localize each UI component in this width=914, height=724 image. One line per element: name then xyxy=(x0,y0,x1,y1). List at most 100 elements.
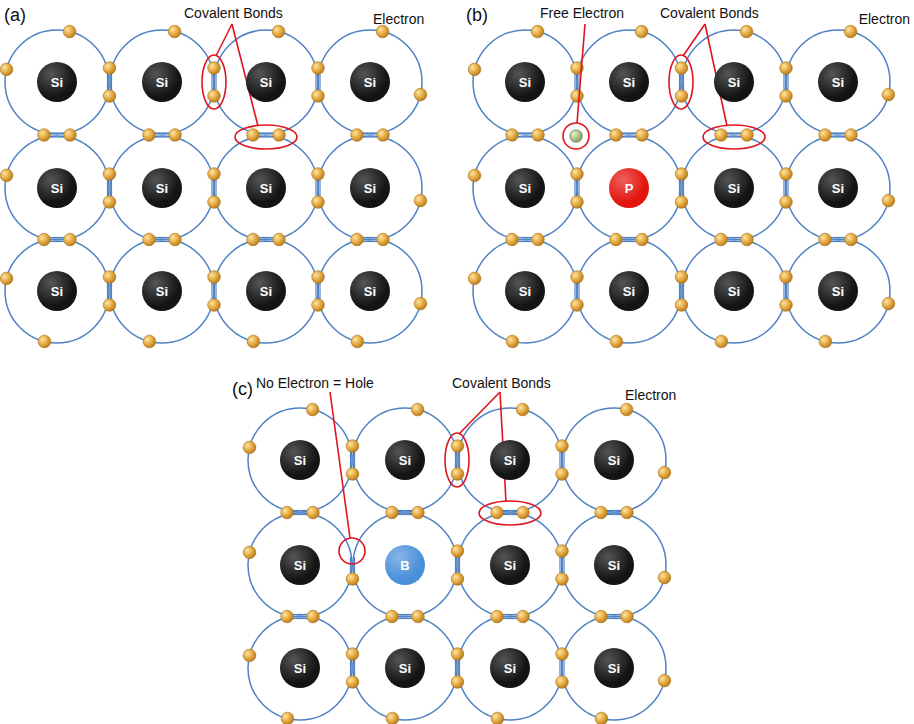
bond-line xyxy=(502,510,518,511)
electron xyxy=(517,610,530,623)
element-symbol: Si xyxy=(156,75,168,90)
electron xyxy=(845,129,858,142)
bond-line xyxy=(606,514,622,515)
electron-orbit xyxy=(248,408,352,512)
bond-line xyxy=(397,614,413,615)
electron xyxy=(610,335,623,348)
electron-orbit xyxy=(5,239,109,343)
electron xyxy=(168,25,181,38)
bond-line xyxy=(517,132,533,133)
electron-orbit xyxy=(110,136,214,240)
electron-orbit xyxy=(562,408,666,512)
electron xyxy=(819,233,832,246)
electron xyxy=(819,129,832,142)
electron xyxy=(571,90,584,103)
electron xyxy=(468,63,481,76)
electron-orbit xyxy=(5,136,109,240)
electron xyxy=(516,403,529,416)
bond-line xyxy=(111,74,112,90)
element-symbol: Si xyxy=(504,558,516,573)
bond-line xyxy=(215,180,216,196)
electron xyxy=(506,129,519,142)
bond-line xyxy=(319,180,320,196)
bond-line xyxy=(258,132,274,133)
atom-nucleus: Si xyxy=(594,648,634,688)
bond-line xyxy=(578,180,579,196)
bond-line xyxy=(830,237,846,238)
electron xyxy=(675,62,688,75)
free-electron-ring xyxy=(563,123,589,149)
electron xyxy=(386,610,399,623)
electron-orbit xyxy=(110,30,214,134)
electron xyxy=(103,196,116,209)
electron-orbit xyxy=(682,30,786,134)
bond-line xyxy=(517,241,533,242)
bond-line xyxy=(787,74,788,90)
electron xyxy=(208,62,221,75)
atom-nucleus: Si xyxy=(142,62,182,102)
bond-line xyxy=(563,452,564,468)
bond-line xyxy=(354,557,355,573)
electron xyxy=(243,546,256,559)
bond-line xyxy=(563,557,564,573)
electron-orbit xyxy=(473,239,577,343)
electron xyxy=(377,233,390,246)
atom-nucleus: Si xyxy=(818,271,858,311)
electron xyxy=(621,610,634,623)
electron xyxy=(312,271,325,284)
bond-line xyxy=(621,241,637,242)
bond-line xyxy=(397,618,413,619)
electron-orbit xyxy=(353,408,457,512)
electron xyxy=(636,233,649,246)
electron-orbit xyxy=(248,616,352,720)
electron xyxy=(491,610,504,623)
electron xyxy=(312,196,325,209)
electron xyxy=(882,297,895,310)
atom-nucleus: Si xyxy=(490,648,530,688)
bond-line xyxy=(258,237,274,238)
atom-nucleus: Si xyxy=(714,271,754,311)
electron xyxy=(63,25,76,38)
element-symbol: Si xyxy=(608,661,620,676)
atom-nucleus: Si xyxy=(609,271,649,311)
bond-line xyxy=(559,557,560,573)
element-symbol: Si xyxy=(832,181,844,196)
electron xyxy=(281,506,294,519)
atom-nucleus: Si xyxy=(385,648,425,688)
callout-label: Covalent Bonds xyxy=(452,376,551,391)
electron xyxy=(247,129,260,142)
element-symbol: Si xyxy=(51,75,63,90)
electron xyxy=(0,63,13,76)
element-symbol: Si xyxy=(832,75,844,90)
element-symbol: Si xyxy=(156,284,168,299)
electron xyxy=(844,25,857,38)
element-symbol: B xyxy=(400,558,409,573)
bond-line xyxy=(215,283,216,299)
electron xyxy=(451,573,464,586)
electron xyxy=(595,610,608,623)
electron xyxy=(64,129,77,142)
electron xyxy=(491,506,504,519)
electron xyxy=(675,90,688,103)
electron xyxy=(451,468,464,481)
atom-nucleus: Si xyxy=(350,62,390,102)
electron xyxy=(571,271,584,284)
bond-line xyxy=(783,283,784,299)
atom-nucleus: Si xyxy=(350,168,390,208)
callout-label: No Electron = Hole xyxy=(256,376,374,391)
electron xyxy=(621,506,634,519)
element-symbol: Si xyxy=(260,181,272,196)
element-symbol: P xyxy=(625,181,634,196)
electron xyxy=(312,299,325,312)
element-symbol: Si xyxy=(504,453,516,468)
element-symbol: Si xyxy=(364,181,376,196)
bond-line xyxy=(606,618,622,619)
electron xyxy=(610,129,623,142)
electron xyxy=(414,194,427,207)
electron-orbit xyxy=(473,136,577,240)
electron xyxy=(556,676,569,689)
electron xyxy=(412,506,425,519)
electron xyxy=(386,712,399,724)
atom-nucleus: P xyxy=(609,168,649,208)
